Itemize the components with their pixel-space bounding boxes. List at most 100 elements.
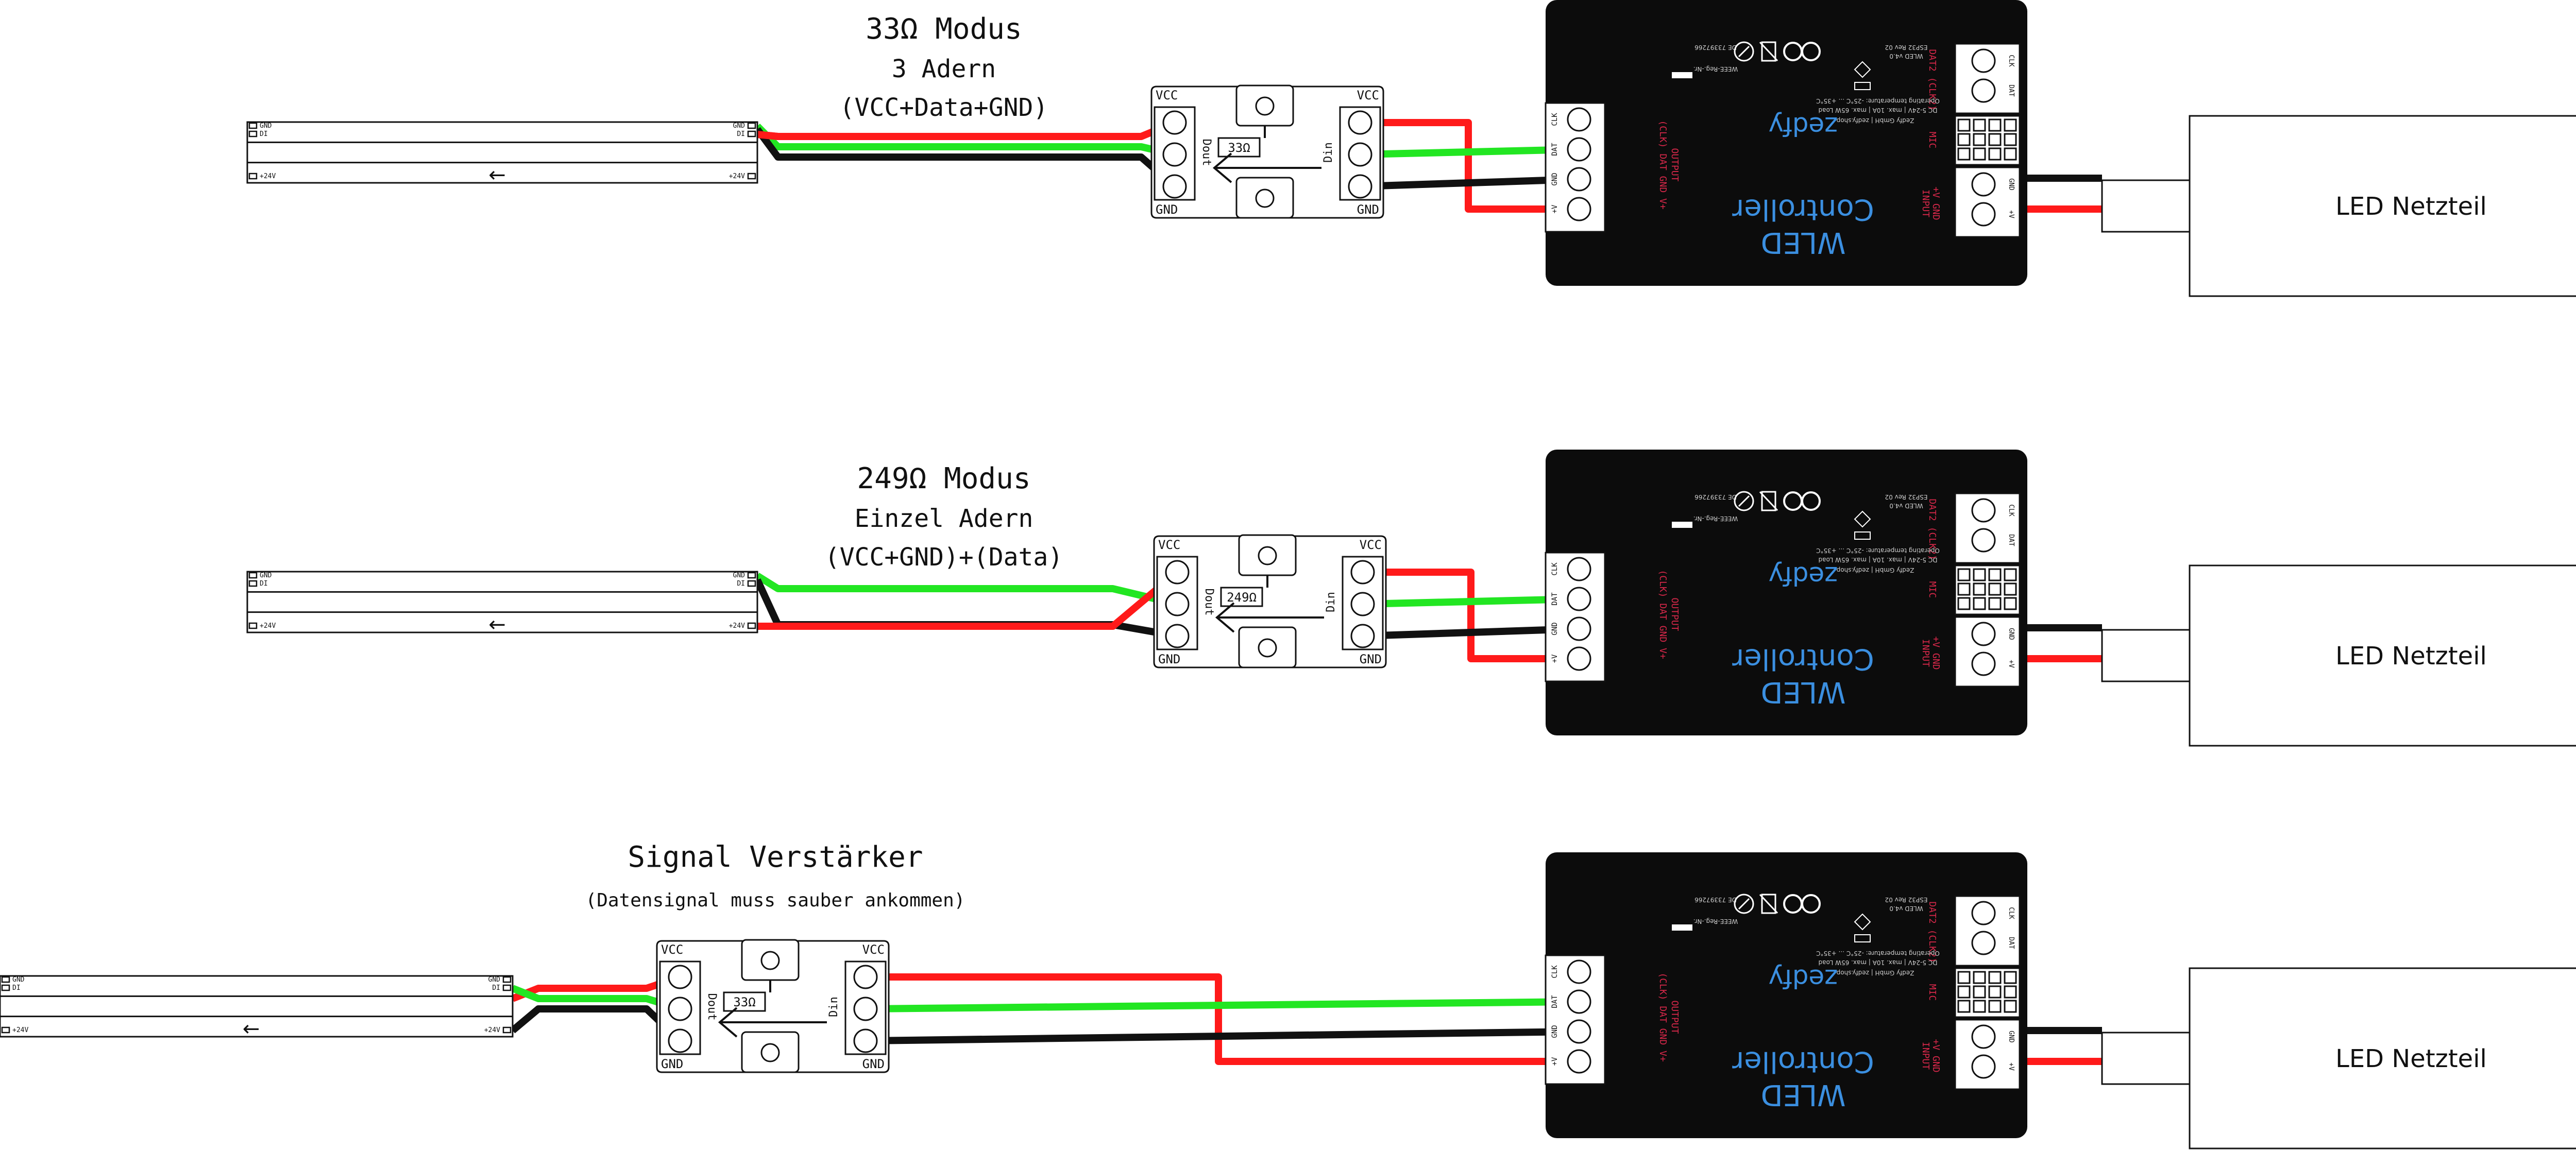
- strip-body: [246, 571, 758, 633]
- input-label: INPUT: [1920, 190, 1931, 217]
- controller-fineprint: DE 73397266: [1694, 493, 1737, 501]
- terminal-screw-icon: [1162, 110, 1187, 135]
- terminal-pin-label: CLK: [2007, 55, 2015, 67]
- input-pins-label: +V GND: [1930, 636, 1941, 670]
- section-subtitle: (Datensignal muss sauber ankommen): [586, 890, 965, 911]
- mic-pin-icon: [2004, 971, 2017, 984]
- diamond-icon: [1854, 61, 1871, 78]
- ce-mark-icon: [1801, 894, 1821, 914]
- wire-data: [1360, 146, 1580, 158]
- terminal-screw-icon: [1971, 202, 1996, 227]
- psu-box: [2189, 115, 2576, 297]
- mic-pin-icon: [2004, 133, 2017, 146]
- module-din-label: Din: [1322, 142, 1335, 163]
- weee-bin-icon: [1761, 41, 1776, 62]
- controller-fineprint: Operating temperature: -25°C ... +35°C: [1816, 97, 1940, 105]
- wire-vcc: [866, 973, 1579, 1065]
- controller-fineprint: Zedfy GmbH | zedfy.shop: [1837, 969, 1914, 976]
- controller-body: [1546, 450, 2027, 735]
- terminal-screw-icon: [1567, 197, 1591, 221]
- strip-pad-icon: [747, 122, 756, 129]
- module-gnd-label: GND: [862, 1057, 885, 1071]
- strip-pad-icon: [502, 976, 512, 983]
- mic-pin-icon: [1957, 133, 1971, 146]
- module-dout-label: Dout: [1202, 589, 1215, 616]
- strip-pad-icon: [747, 572, 756, 579]
- mic-pin-icon: [1973, 971, 1986, 984]
- output-label: OUTPUT: [1669, 597, 1680, 631]
- terminal-pin-label: +V: [1551, 654, 1559, 663]
- terminal-screw-icon: [1971, 622, 1996, 646]
- strip-pad-label: GND: [260, 122, 272, 130]
- ce-mark-icon: [1801, 42, 1821, 61]
- terminal-screw-icon: [853, 965, 878, 989]
- mic-pin-icon: [1973, 1000, 1986, 1013]
- section-title: 249Ω Modus: [857, 462, 1030, 495]
- strip-body: [246, 121, 758, 184]
- dat2-label: DAT2 (CLK2): [1927, 499, 1938, 560]
- warning-circle-icon: [1734, 894, 1754, 914]
- mic-label: MIC: [1927, 581, 1938, 598]
- module-vcc-label: VCC: [1357, 88, 1379, 102]
- controller-body: [1546, 0, 2027, 286]
- terminal-pin-label: GND: [2007, 1031, 2015, 1043]
- wire-gnd: [865, 1028, 1580, 1044]
- controller-fineprint: Zedfy GmbH | zedfy.shop: [1837, 567, 1914, 574]
- controller-name: Controller: [1732, 193, 1874, 226]
- jumper-icon: [1672, 72, 1692, 78]
- strip-pad-icon: [248, 622, 258, 629]
- strip-pad-icon: [747, 130, 756, 138]
- terminal-screw-icon: [1165, 560, 1190, 585]
- terminal-screw-icon: [1567, 989, 1591, 1014]
- terminal-screw-icon: [1567, 557, 1591, 581]
- mic-pin-icon: [2004, 1000, 2017, 1013]
- output-label: OUTPUT: [1669, 1000, 1680, 1034]
- terminal-screw-icon: [1971, 172, 1996, 197]
- warning-circle-icon: [1738, 898, 1750, 910]
- terminal-pin-label: CLK: [1551, 562, 1559, 576]
- section-subtitle: (VCC+GND)+(Data): [825, 543, 1063, 572]
- controller-name: WLED: [1760, 675, 1845, 709]
- power-supply: LED Netzteil: [2101, 564, 2576, 747]
- wire-gnd: [1362, 625, 1580, 640]
- terminal-pin-label: CLK: [1551, 113, 1559, 126]
- mic-pin-icon: [2004, 597, 2017, 610]
- terminal-screw-icon: [668, 965, 692, 989]
- terminal-screw-icon: [1165, 624, 1190, 648]
- wire-vcc: [1363, 569, 1579, 662]
- terminal-pin-label: +V: [1551, 204, 1559, 213]
- terminal-pin-label: +V: [1551, 1057, 1559, 1066]
- direction-arrow-icon: [718, 1007, 738, 1038]
- ce-mark-icon: [1801, 491, 1821, 511]
- input-label: INPUT: [1920, 1042, 1931, 1070]
- psu-label: LED Netzteil: [2335, 642, 2487, 671]
- strip-pad-label: GND: [733, 122, 745, 130]
- psu-plug: [2101, 629, 2191, 682]
- strip-pad-icon: [248, 130, 258, 138]
- module-vcc-label: VCC: [1156, 88, 1178, 102]
- module-gnd-label: GND: [1357, 202, 1379, 217]
- strip-pad-icon: [248, 580, 258, 587]
- section-subtitle: Einzel Adern: [855, 504, 1033, 533]
- psu-label: LED Netzteil: [2335, 1044, 2487, 1073]
- wled-controller: CLKDATGND+VCLKDATGND+VzedfyControllerWLE…: [1545, 450, 2027, 735]
- mic-pin-icon: [1957, 568, 1971, 581]
- strip-direction-arrow: ←: [488, 163, 506, 187]
- wled-controller: CLKDATGND+VCLKDATGND+VzedfyControllerWLE…: [1545, 0, 2027, 286]
- section-title: 33Ω Modus: [866, 12, 1022, 46]
- wire-vcc: [757, 131, 778, 140]
- terminal-screw-icon: [1971, 1054, 1996, 1079]
- strip-pad-label: DI: [12, 984, 21, 992]
- mic-pin-icon: [1988, 971, 2002, 984]
- controller-fineprint: WLED v4.0: [1889, 53, 1923, 60]
- strip-pad-label: DI: [260, 130, 268, 138]
- terminal-screw-icon: [668, 1028, 692, 1053]
- resistor-icon: [1220, 587, 1263, 607]
- mic-pin-icon: [1973, 147, 1986, 161]
- dat2-label: DAT2 (CLK2): [1927, 49, 1938, 110]
- strip-pad-icon: [248, 572, 258, 579]
- strip-pad-label: GND: [488, 976, 501, 984]
- strip-pad-icon: [502, 1026, 512, 1034]
- terminal-screw-icon: [1971, 498, 1996, 523]
- weee-bin-icon: [1759, 894, 1778, 914]
